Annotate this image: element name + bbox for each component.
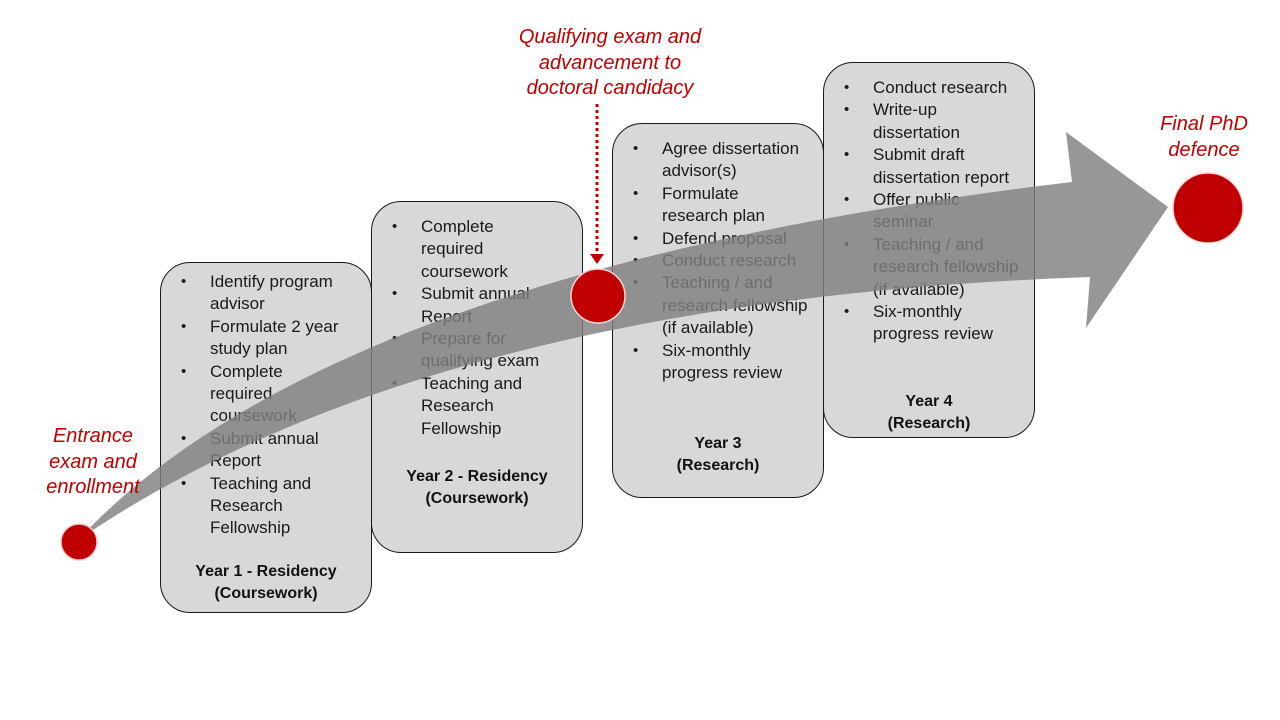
- task-item: Write-up dissertation: [841, 99, 1019, 144]
- progress-arrow: [78, 132, 1168, 540]
- qualifying-label-line-1: Qualifying exam and: [518, 26, 702, 48]
- entrance-label-line-1: Entrance: [52, 425, 134, 447]
- qualifying-label-line-3: doctoral candidacy: [526, 77, 694, 99]
- year-2-label: Year 2 - Residency (Coursework): [372, 466, 582, 510]
- task-item: Six-monthly progress review: [630, 340, 808, 385]
- entrance-milestone-label: Entrance exam and enrollment: [30, 424, 156, 501]
- year-1-task-list: Identify program advisor Formulate 2 yea…: [178, 271, 348, 540]
- task-item: Formulate research plan: [630, 183, 808, 228]
- year-4-label-line-2: (Research): [887, 415, 971, 432]
- year-1-label: Year 1 - Residency (Coursework): [161, 561, 371, 605]
- qualifying-exam-milestone-label: Qualifying exam and advancement to docto…: [490, 25, 730, 102]
- task-item: Agree dissertation advisor(s): [630, 138, 808, 183]
- year-3-label-line-2: (Research): [676, 457, 760, 474]
- year-3-label: Year 3 (Research): [613, 433, 823, 477]
- year-4-label: Year 4 (Research): [824, 391, 1034, 435]
- task-item: Teaching and Research Fellowship: [178, 473, 348, 540]
- task-item: Submit draft dissertation report: [841, 144, 1019, 189]
- year-4-label-line-1: Year 4: [905, 393, 953, 410]
- task-item: Conduct research: [841, 77, 1019, 100]
- task-item: Complete required coursework: [389, 216, 559, 283]
- year-2-label-line-1: Year 2 - Residency: [406, 468, 548, 485]
- year-3-label-line-1: Year 3: [694, 435, 742, 452]
- year-2-box: Complete required coursework Submit annu…: [371, 201, 583, 553]
- year-1-box: Identify program advisor Formulate 2 yea…: [160, 262, 372, 613]
- qualifying-label-line-2: advancement to: [538, 51, 682, 74]
- year-1-label-line-2: (Coursework): [214, 585, 318, 602]
- qualifying-exam-marker: [570, 268, 626, 324]
- entrance-label-line-3: enrollment: [46, 476, 140, 498]
- year-1-label-line-1: Year 1 - Residency: [195, 563, 337, 580]
- final-label-line-2: defence: [1168, 138, 1240, 161]
- year-2-label-line-2: (Coursework): [425, 490, 529, 507]
- final-defence-milestone-label: Final PhD defence: [1140, 112, 1268, 163]
- task-item: Six-monthly progress review: [841, 301, 1019, 346]
- task-item: Identify program advisor: [178, 271, 348, 316]
- task-item: Formulate 2 year study plan: [178, 316, 348, 361]
- final-defence-marker: [1172, 172, 1244, 244]
- entrance-label-line-2: exam and: [49, 450, 137, 473]
- entrance-marker: [60, 523, 98, 561]
- final-label-line-1: Final PhD: [1160, 113, 1248, 135]
- task-item: Teaching and Research Fellowship: [389, 373, 559, 440]
- qualifying-exam-connector-arrowhead: [590, 254, 604, 264]
